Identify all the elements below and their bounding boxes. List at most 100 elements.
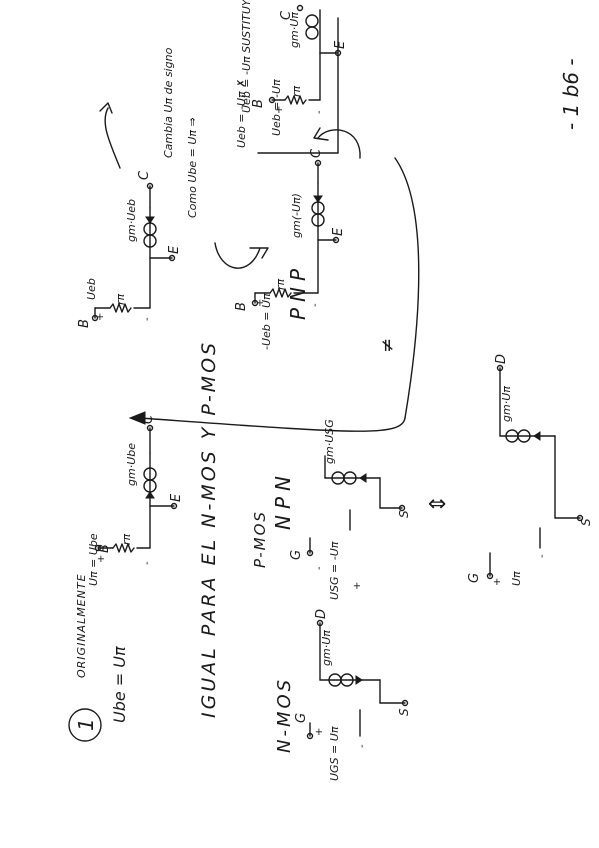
pnp-step2-node-c bbox=[314, 159, 322, 167]
intro-formula: Ube = Uπ bbox=[110, 646, 129, 723]
pnp-plus: + bbox=[95, 313, 106, 321]
pmos-equiv-source-label: gm·Uπ bbox=[500, 386, 513, 422]
npn-node-c bbox=[146, 424, 154, 432]
pnp-step3-cross-note: Ueb = -Uπ ✗ bbox=[235, 79, 248, 148]
section-number: 1 bbox=[74, 718, 98, 731]
pnp-step3-source-label: gm·Uπ bbox=[288, 12, 301, 48]
npn-source-label: gm·Ube bbox=[125, 443, 138, 486]
pnp-step2-plus: + bbox=[255, 299, 266, 307]
not-equal-sign: ≠ bbox=[377, 338, 398, 353]
pnp-terminal-b: B bbox=[77, 319, 92, 328]
pmos-source-circle-2 bbox=[343, 471, 357, 485]
pmos-circuit: P-MOS G - USG = -Uπ + S gm·USG bbox=[251, 419, 411, 600]
pmos-equiv-terminal-g: G bbox=[467, 573, 482, 583]
pmos-source-label: gm·USG bbox=[323, 419, 336, 464]
pnp-step3-note: Ueb = -Uπ SUSTITUYO bbox=[240, 0, 253, 113]
pnp-resistor bbox=[109, 303, 132, 313]
hollow-arrow-up bbox=[313, 127, 361, 159]
pnp-step3-node-c bbox=[296, 4, 304, 12]
nmos-source-label: gm·Uπ bbox=[320, 630, 333, 666]
npn-node-e bbox=[170, 502, 178, 510]
nmos-terminal-g: G bbox=[294, 713, 309, 723]
pnp-source-label: gm·Ueb bbox=[125, 199, 138, 242]
pmos-equiv-voltage: Uπ bbox=[510, 571, 523, 586]
pmos-equiv-node-s bbox=[576, 514, 584, 522]
nmos-minus: - bbox=[357, 744, 368, 748]
section-intro: 1 ORIGINALMENTE Ube = Uπ bbox=[68, 573, 129, 742]
link-arrow-head bbox=[128, 411, 146, 425]
curve-note: Cambia Uπ de signo bbox=[162, 47, 175, 158]
pnp-step3-terminal-b: B bbox=[251, 99, 266, 108]
pmos-equiv-circuit: G + Uπ - S gm·Uπ D bbox=[467, 354, 593, 586]
pmos-title: P-MOS bbox=[251, 510, 269, 568]
npn-plus: + bbox=[96, 555, 107, 563]
pnp-step3-resistor bbox=[284, 95, 307, 105]
nmos-title: N-MOS bbox=[274, 677, 295, 753]
pnp-step2-source-arrow bbox=[313, 195, 323, 203]
pnp-step2-note: Como Ube = Uπ ⇒ bbox=[186, 117, 199, 218]
pmos-equiv-node-d bbox=[496, 364, 504, 372]
equivalence-arrow: ⇕ bbox=[426, 495, 451, 513]
npn-resistor-label: rπ bbox=[120, 533, 133, 545]
npn-source-arrow bbox=[145, 491, 155, 499]
pnp-circuit: PNP B rπ + - Ueb E gm·Ueb bbox=[77, 170, 310, 328]
pmos-equiv-plus: + bbox=[492, 578, 503, 586]
pnp-resistor-label: rπ bbox=[114, 293, 127, 305]
pmos-plus: + bbox=[352, 582, 363, 590]
pmos-equiv-source-arrow bbox=[533, 431, 541, 441]
hollow-arrow-down bbox=[214, 242, 269, 269]
npn-minus: - bbox=[142, 561, 153, 565]
pnp-step3-terminal-c: C bbox=[279, 10, 294, 20]
pnp-step2-node-e bbox=[332, 236, 340, 244]
pnp-step2-terminal-e: E bbox=[331, 227, 346, 236]
nmos-terminal-d: D bbox=[314, 609, 329, 619]
nmos-plus: + bbox=[314, 728, 325, 736]
pnp-step3-node-e bbox=[334, 49, 342, 57]
curved-arrow-1 bbox=[104, 107, 121, 169]
npn-circuit: NPN B rπ + - Uπ = Ube E gm·Ube bbox=[87, 414, 295, 586]
pnp-step3-circuit: Ueb = -Uπ SUSTITUYO Ueb = -Uπ ✗ B rπ + -… bbox=[235, 0, 348, 154]
section-number-circle bbox=[68, 708, 102, 742]
nmos-node-s bbox=[401, 699, 409, 707]
pnp-minus: - bbox=[142, 317, 153, 321]
pnp-step3-minus: - bbox=[314, 110, 325, 114]
pmos-equiv-minus: - bbox=[537, 554, 548, 558]
pnp-voltage: Ueb bbox=[85, 278, 98, 300]
pnp-step2-voltage: -Ueb = Uπ bbox=[260, 293, 273, 350]
sub-heading: IGUAL PARA EL N-MOS Y P-MOS bbox=[198, 340, 220, 718]
pmos-equiv-terminal-s: S bbox=[579, 518, 593, 526]
pnp-step2-circuit: Como Ube = Uπ ⇒ B rπ + - -Ueb = Uπ E bbox=[186, 117, 346, 350]
npn-voltage: Uπ = Ube bbox=[87, 533, 100, 586]
nmos-circuit: N-MOS G + UGS = Uπ - S gm·Uπ D bbox=[274, 609, 411, 781]
pnp-step3-resistor-label: rπ bbox=[290, 85, 303, 97]
pmos-voltage: USG = -Uπ bbox=[328, 541, 341, 600]
intro-heading: ORIGINALMENTE bbox=[75, 573, 88, 678]
nmos-source-circle-2 bbox=[340, 673, 354, 687]
npn-terminal-e: E bbox=[169, 493, 184, 502]
pnp-step2-source-label: gm(-Uπ) bbox=[290, 193, 303, 238]
pnp-source-arrow bbox=[145, 216, 155, 224]
pnp-node-c bbox=[146, 182, 154, 190]
pnp-step3-source-circle-2 bbox=[305, 14, 319, 28]
pmos-node-s bbox=[398, 504, 406, 512]
pnp-step3-source-circle-1 bbox=[305, 26, 319, 40]
npn-source-circle-2 bbox=[143, 467, 157, 481]
pmos-equiv-source-circle-2 bbox=[517, 429, 531, 443]
pnp-step3-terminal-e: E bbox=[333, 40, 348, 49]
pnp-step2-resistor bbox=[269, 288, 292, 298]
npn-title: NPN bbox=[271, 470, 295, 530]
pmos-terminal-g: G bbox=[289, 550, 304, 560]
npn-resistor bbox=[112, 543, 135, 553]
pmos-equiv-terminal-d: D bbox=[494, 354, 509, 364]
pnp-step2-minus: - bbox=[310, 303, 321, 307]
nmos-source-arrow bbox=[355, 675, 363, 685]
pmos-minus: - bbox=[314, 566, 325, 570]
nmos-voltage: UGS = Uπ bbox=[328, 726, 341, 781]
pnp-step3-voltage: Ueb = -Uπ bbox=[270, 79, 283, 136]
pnp-node-e bbox=[168, 254, 176, 262]
page-number: - 1 b6 - bbox=[559, 58, 583, 130]
nmos-terminal-s: S bbox=[397, 708, 411, 716]
